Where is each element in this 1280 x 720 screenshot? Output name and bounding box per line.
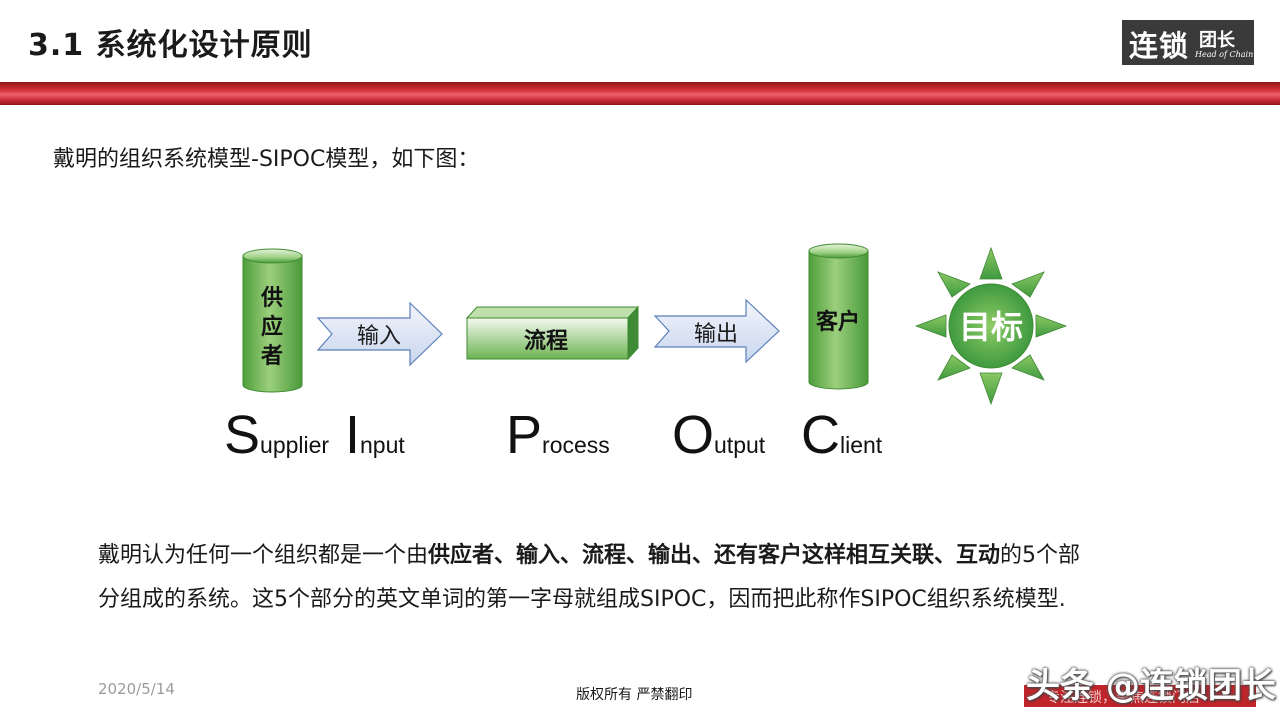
- brand-logo: 连锁 团长 Head of Chain: [1122, 20, 1254, 65]
- footer-date: 2020/5/14: [98, 680, 175, 698]
- input-arrow-label: 输入: [357, 324, 401, 349]
- process-box-label: 流程: [524, 328, 568, 354]
- intro-text: 戴明的组织系统模型-SIPOC模型，如下图：: [53, 147, 480, 172]
- client-cylinder: 客户: [808, 243, 869, 390]
- page-title: 3.1 系统化设计原则: [28, 28, 313, 63]
- supplier-label-3: 者: [260, 344, 283, 369]
- supplier-cylinder: 供 应 者: [242, 248, 303, 393]
- paragraph-line-1-bold: 供应者、输入、流程、输出、还有客户这样相互关联、互动: [428, 543, 1001, 568]
- sipoc-word-supplier: Supplier: [224, 405, 329, 465]
- output-arrow: 输出: [653, 298, 780, 364]
- sipoc-word-client: Client: [801, 405, 883, 465]
- paragraph-line-2: 分组成的系统。这5个部分的英文单词的第一字母就组成SIPOC，因而把此称作SIP…: [98, 587, 1066, 612]
- client-label: 客户: [816, 309, 860, 335]
- logo-main-text: 连锁: [1129, 29, 1190, 63]
- footer-copyright: 版权所有 严禁翻印: [576, 687, 693, 703]
- sipoc-word-input: Input: [345, 405, 405, 465]
- process-box: 流程: [465, 305, 640, 361]
- paragraph-line-1-start: 戴明认为任何一个组织都是一个由: [98, 543, 429, 568]
- supplier-label-1: 供: [260, 285, 283, 311]
- supplier-label-2: 应: [261, 314, 283, 340]
- paragraph-line-1: 戴明认为任何一个组织都是一个由供应者、输入、流程、输出、还有客户这样相互关联、互…: [98, 537, 1080, 569]
- sipoc-word-process: Process: [506, 405, 610, 465]
- footer-bar-text: 专注连锁，聚焦连锁门店: [1046, 690, 1200, 706]
- watermark-text: 头条 @连锁团长: [1026, 666, 1276, 706]
- output-arrow-label: 输出: [694, 322, 738, 347]
- footer-red-bar: 专注连锁，聚焦连锁门店: [1024, 685, 1256, 707]
- goal-sun: 目标: [914, 246, 1068, 406]
- input-arrow: 输入: [316, 301, 443, 367]
- goal-label: 目标: [959, 308, 1023, 346]
- logo-secondary-text: 团长: [1199, 30, 1235, 51]
- sipoc-word-output: Output: [672, 405, 766, 465]
- logo-english-text: Head of Chain: [1195, 50, 1254, 59]
- paragraph-line-1-end: 的5个部: [1000, 543, 1081, 568]
- header-red-band: [0, 82, 1280, 105]
